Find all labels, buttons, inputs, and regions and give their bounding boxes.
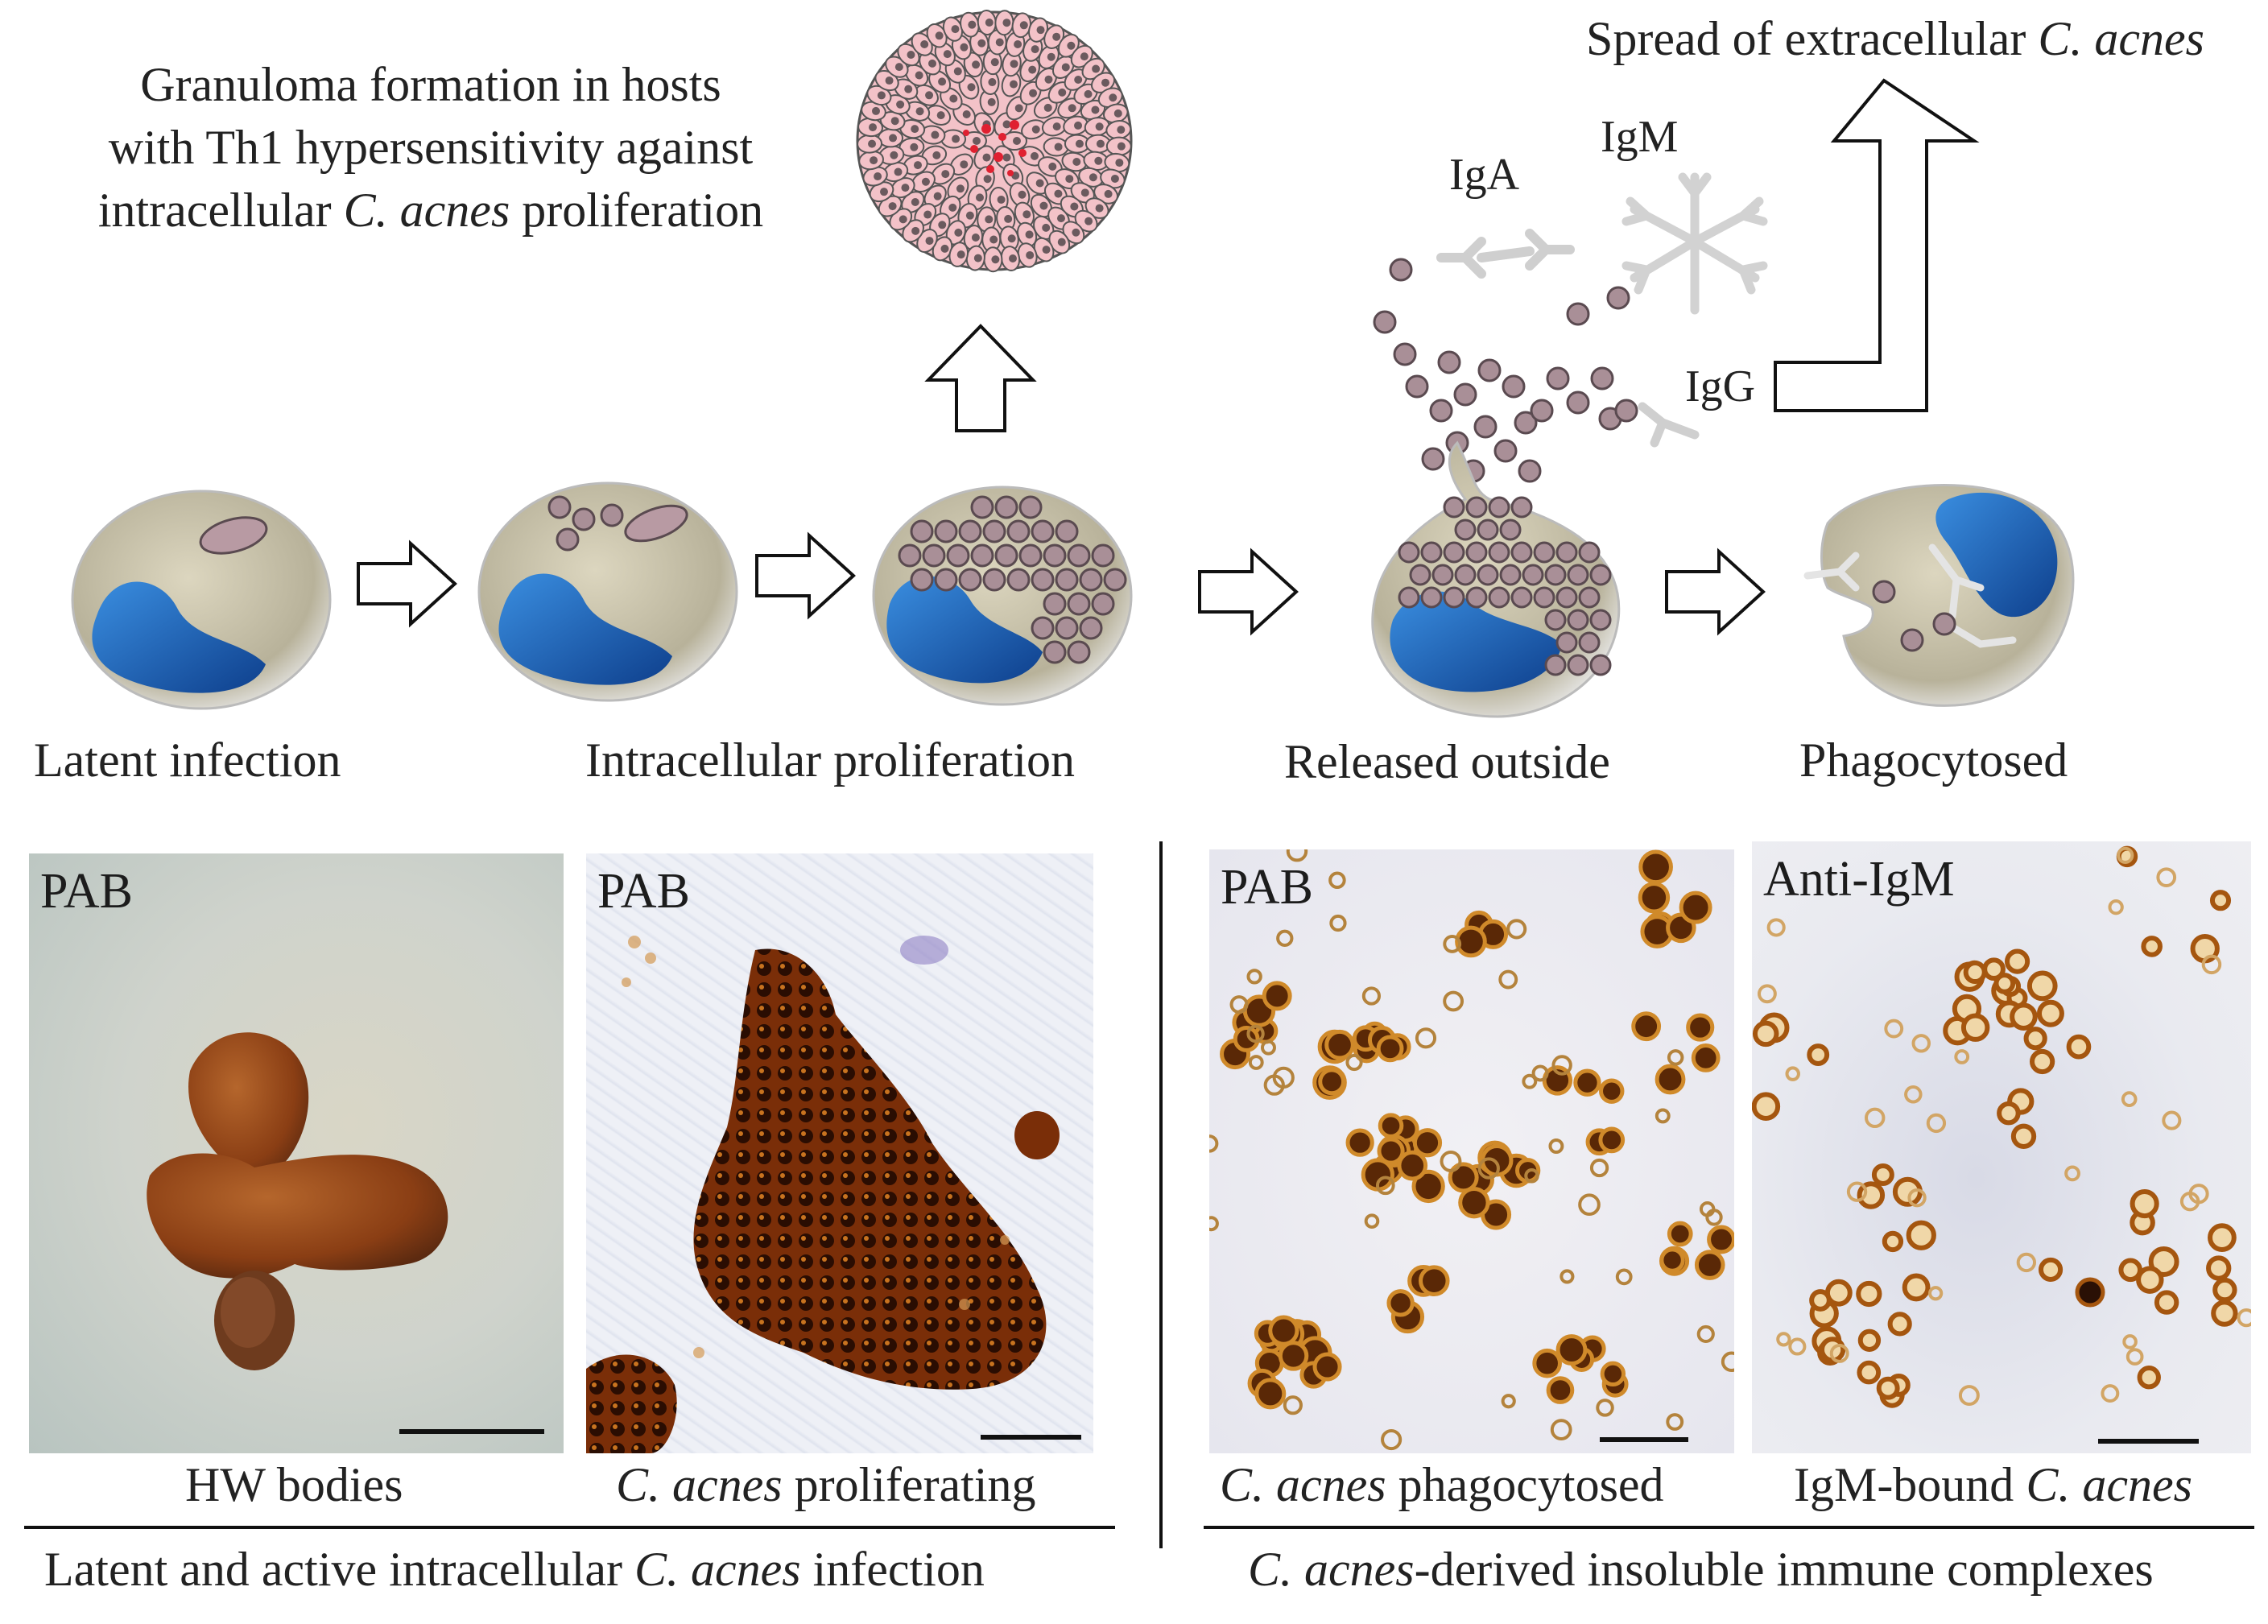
- proliferating-stain: [586, 936, 1060, 1453]
- granuloma-illustration: [856, 10, 1133, 273]
- spread-caption: Spread of extracellular C. acnes: [1586, 12, 2205, 65]
- micrograph-igm-bound: Anti-IgM: [1752, 841, 2251, 1453]
- igg-antibody-icon: [1638, 402, 1700, 448]
- stage-label-phagocytosed: Phagocytosed: [1799, 733, 2068, 787]
- scale-bar-4: [2098, 1439, 2199, 1444]
- group-caption-left: Latent and active intracellular C. acnes…: [44, 1543, 985, 1596]
- granuloma-caption: Granuloma formation in hosts with Th1 hy…: [68, 53, 793, 242]
- label-iga: IgA: [1449, 150, 1520, 200]
- iga-antibody-icon: [1436, 229, 1575, 279]
- up-arrow-granuloma: [924, 324, 1037, 432]
- cell-phagocytosed: [1803, 484, 2075, 707]
- scale-bar-1: [399, 1429, 544, 1434]
- granuloma-caption-line3: intracellular C. acnes proliferation: [97, 184, 764, 237]
- spread-arrow: [1774, 78, 1980, 412]
- micrograph-phagocytosed: PAB: [1209, 849, 1734, 1453]
- divider-left: [24, 1526, 1115, 1529]
- stage-label-intracellular: Intracellular proliferation: [585, 733, 1076, 787]
- granuloma-caption-line2: with Th1 hypersensitivity against: [108, 121, 754, 174]
- panel-label-pab-3: PAB: [1221, 860, 1313, 915]
- cell-intracellular-2: [872, 486, 1133, 706]
- arrow-right-3: [1198, 548, 1299, 636]
- vertical-divider: [1159, 841, 1163, 1548]
- panel-label-pab-2: PAB: [597, 864, 690, 919]
- group-caption-right: C. acnes-derived insoluble immune comple…: [1248, 1543, 2154, 1596]
- granuloma-caption-line1: Granuloma formation in hosts: [140, 58, 721, 111]
- arrow-right-2: [755, 531, 856, 620]
- phagocytosed-stain: [1209, 849, 1734, 1451]
- label-igm: IgM: [1601, 112, 1679, 162]
- cell-latent-infection: [71, 490, 332, 710]
- panel-label-anti-igm: Anti-IgM: [1763, 852, 1955, 907]
- cell-intracellular-1: [477, 481, 738, 702]
- label-igg: IgG: [1685, 362, 1756, 411]
- panel-label-pab-1: PAB: [40, 864, 133, 919]
- micrograph-hw-bodies: PAB: [29, 853, 564, 1453]
- hw-bodies-stain: [147, 1032, 448, 1370]
- divider-right: [1204, 1526, 2254, 1529]
- caption-igm-bound: IgM-bound C. acnes: [1794, 1458, 2192, 1511]
- stage-label-latent: Latent infection: [34, 733, 341, 787]
- caption-proliferating: C. acnes proliferating: [616, 1458, 1036, 1511]
- cell-released-outside: [1371, 440, 1621, 718]
- arrow-right-4: [1665, 548, 1766, 636]
- caption-phagocytosed: C. acnes phagocytosed: [1220, 1458, 1664, 1511]
- scale-bar-2: [981, 1435, 1081, 1440]
- arrow-right-1: [357, 539, 457, 628]
- stage-label-released: Released outside: [1284, 735, 1610, 788]
- caption-hw-bodies: HW bodies: [185, 1458, 403, 1511]
- igm-antibody-icon: [1621, 172, 1768, 315]
- scale-bar-3: [1600, 1437, 1688, 1442]
- igm-bound-stain: [1752, 845, 2251, 1408]
- micrograph-proliferating: PAB: [586, 853, 1093, 1453]
